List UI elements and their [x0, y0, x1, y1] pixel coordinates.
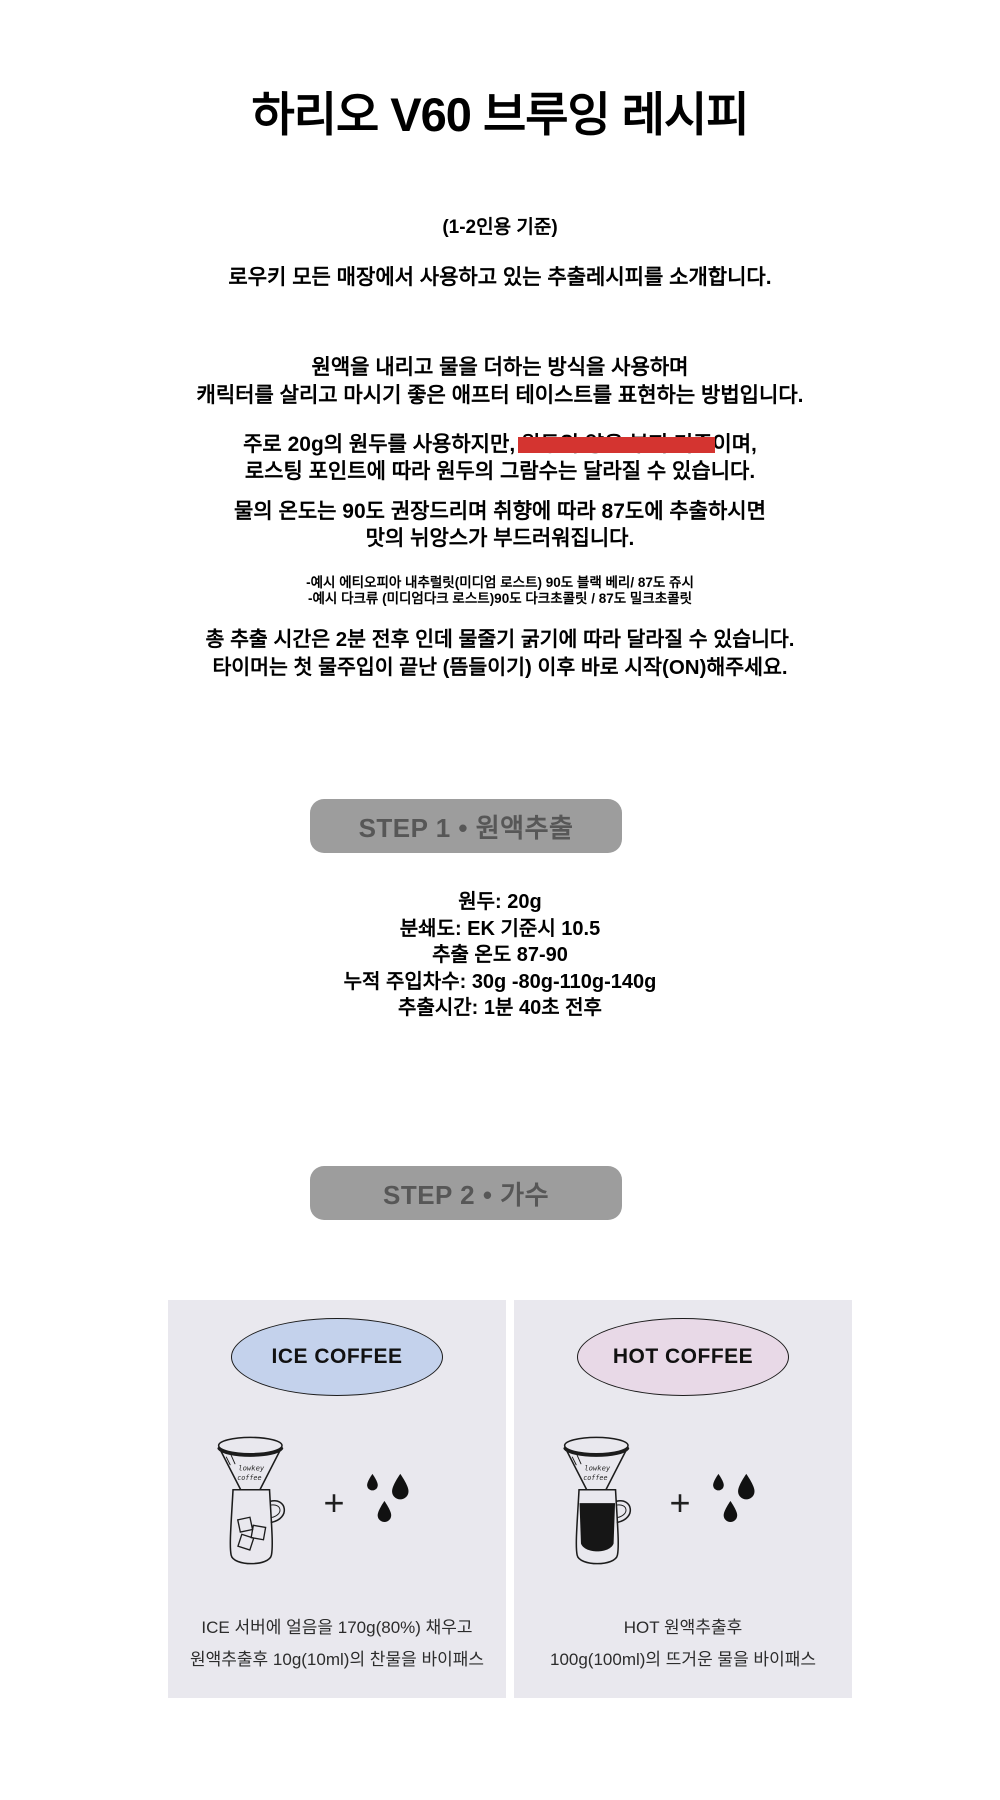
plus-icon: + — [323, 1482, 345, 1523]
paragraph-line: 총 추출 시간은 2분 전후 인데 물줄기 굵기에 따라 달라질 수 있습니다. — [205, 628, 795, 651]
caption-line: HOT 원액추출후 — [623, 1618, 743, 1637]
example-line: -예시 에티오피아 내추럴릿(미디엄 로스트) 90도 블랙 베리/ 87도 쥬… — [306, 575, 694, 590]
page-title: 하리오 V60 브루잉 레시피 — [251, 88, 750, 141]
caption-line: 원액추출후 10g(10ml)의 찬물을 바이패스 — [189, 1649, 485, 1669]
ice-coffee-card: ICE COFFEE lowkey coffee + — [168, 1300, 506, 1698]
paragraph-time: 총 추출 시간은 2분 전후 인데 물줄기 굵기에 따라 달라질 수 있습니다.… — [0, 626, 1000, 682]
paragraph-line: 캐릭터를 살리고 마시기 좋은 애프터 테이스트를 표현하는 방법입니다. — [196, 384, 804, 407]
hot-coffee-badge: HOT COFFEE — [577, 1318, 789, 1396]
caption-line: 100g(100ml)의 뜨거운 물을 바이패스 — [549, 1649, 816, 1669]
detail-line-time: 추출시간: 1분 40초 전후 — [398, 997, 602, 1019]
dose-text-post: 이며, — [712, 433, 757, 456]
ice-icon-row: lowkey coffee + — [168, 1428, 506, 1593]
detail-line-pours: 누적 주입차수: 30g -80g-110g-140g — [343, 970, 657, 993]
hot-coffee-card: HOT COFFEE lowkey coffee + — [514, 1300, 852, 1698]
paragraph-line: 로스팅 포인트에 따라 원두의 그람수는 달라질 수 있습니다. — [244, 460, 756, 483]
example-notes: -예시 에티오피아 내추럴릿(미디엄 로스트) 90도 블랙 베리/ 87도 쥬… — [0, 575, 1000, 607]
water-drops-icon — [713, 1473, 755, 1522]
caption-line: ICE 서버에 얼음을 170g(80%) 채우고 — [201, 1618, 473, 1637]
paragraph-method: 원액을 내리고 물을 더하는 방식을 사용하며 캐릭터를 살리고 마시기 좋은 … — [0, 354, 1000, 410]
paragraph-line: 타이머는 첫 물주입이 끝난 (뜸들이기) 이후 바로 시작(ON)해주세요. — [212, 656, 788, 679]
svg-text:lowkey: lowkey — [238, 1464, 265, 1473]
paragraph-temperature: 물의 온도는 90도 권장드리며 취향에 따라 87도에 추출하시면 맛의 뉘앙… — [0, 498, 1000, 552]
intro-text: 로우키 모든 매장에서 사용하고 있는 추출레시피를 소개합니다. — [228, 266, 772, 289]
v60-dripper-hot-icon: lowkey coffee — [563, 1436, 632, 1565]
step1-details: 원두: 20g 분쇄도: EK 기준시 10.5 추출 온도 87-90 누적 … — [0, 889, 1000, 1022]
svg-text:lowkey: lowkey — [584, 1464, 611, 1473]
step2-banner: STEP 2 • 가수 — [310, 1166, 622, 1220]
hot-caption: HOT 원액추출후 100g(100ml)의 뜨거운 물을 바이패스 — [514, 1612, 852, 1675]
detail-line-grind: 분쇄도: EK 기준시 10.5 — [399, 917, 601, 940]
example-line: -예시 다크류 (미디엄다크 로스트)90도 다크초콜릿 / 87도 밀크초콜릿 — [307, 591, 693, 606]
serving-note: (1-2인용 기준) — [442, 217, 558, 238]
redacted-text: 원두의 양은 부피 기준 — [517, 433, 716, 456]
paragraph-line: 물의 온도는 90도 권장드리며 취향에 따라 87도에 추출하시면 — [234, 500, 766, 523]
step1-banner: STEP 1 • 원액추출 — [310, 799, 622, 853]
ice-caption: ICE 서버에 얼음을 170g(80%) 채우고 원액추출후 10g(10ml… — [168, 1612, 506, 1675]
detail-line-temp: 추출 온도 87-90 — [432, 944, 568, 966]
svg-text:coffee: coffee — [237, 1474, 261, 1482]
ice-coffee-badge: ICE COFFEE — [231, 1318, 443, 1396]
svg-text:coffee: coffee — [583, 1474, 607, 1482]
plus-icon: + — [669, 1482, 691, 1523]
dose-text-pre: 주로 20g의 원두를 사용하지만, — [243, 433, 521, 456]
paragraph-line: 원액을 내리고 물을 더하는 방식을 사용하며 — [311, 356, 689, 379]
detail-line-beans: 원두: 20g — [458, 891, 542, 913]
hot-icon-row: lowkey coffee + — [514, 1428, 852, 1593]
water-drops-icon — [367, 1473, 409, 1522]
v60-dripper-ice-icon: lowkey coffee — [217, 1436, 286, 1565]
paragraph-line: 주로 20g의 원두를 사용하지만, 원두의 양은 부피 기준이며, — [0, 431, 1000, 458]
paragraph-dose: 주로 20g의 원두를 사용하지만, 원두의 양은 부피 기준이며, 로스팅 포… — [0, 431, 1000, 485]
paragraph-line: 맛의 뉘앙스가 부드러워집니다. — [365, 527, 635, 550]
